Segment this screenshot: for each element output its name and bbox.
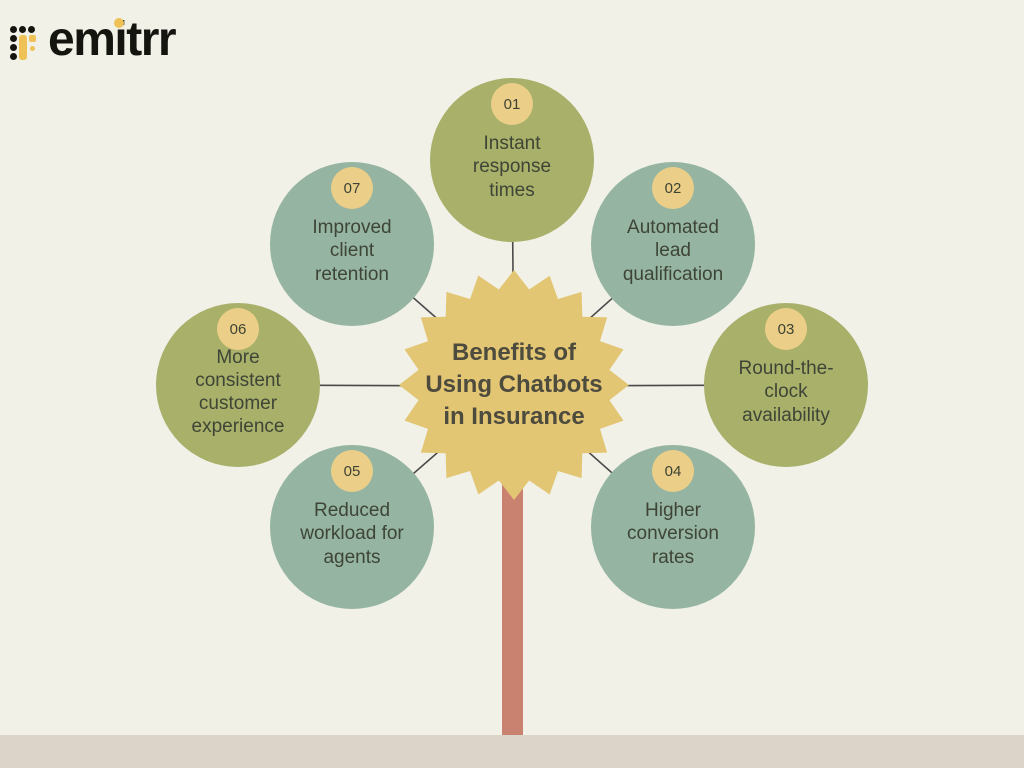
- number-badge: 06: [217, 308, 259, 350]
- benefit-label: More consistent customer experience: [191, 346, 285, 438]
- brand-name-text: emitrr: [48, 13, 177, 66]
- benefit-node-01: 01 Instant response times: [430, 78, 594, 242]
- number-badge: 07: [331, 167, 373, 209]
- emitrr-logo-icon: [10, 22, 40, 64]
- logo-i-dot-accent: [114, 18, 124, 28]
- benefit-node-02: 02 Automated lead qualification: [591, 162, 755, 326]
- benefit-label: Higher conversion rates: [627, 500, 719, 568]
- number-badge: 01: [491, 83, 533, 125]
- benefit-label: Improved client retention: [312, 217, 392, 285]
- benefit-node-05: 05 Reduced workload for agents: [270, 445, 434, 609]
- benefit-label: Automated lead qualification: [622, 217, 724, 285]
- benefit-label: Instant response times: [472, 133, 552, 201]
- number-badge: 03: [765, 308, 807, 350]
- brand-logo: emitrr: [10, 13, 177, 67]
- benefit-node-06: 06 More consistent customer experience: [156, 303, 320, 467]
- benefit-node-07: 07 Improved client retention: [270, 162, 434, 326]
- benefit-label: Round-the-clock availability: [738, 358, 834, 426]
- benefit-node-04: 04 Higher conversion rates: [591, 445, 755, 609]
- number-badge: 04: [652, 450, 694, 492]
- brand-name: emitrr: [48, 13, 177, 67]
- number-badge: 02: [652, 167, 694, 209]
- benefit-node-03: 03 Round-the-clock availability: [704, 303, 868, 467]
- ground-bar: [0, 735, 1024, 768]
- diagram-title: Benefits of Using Chatbots in Insurance: [425, 339, 603, 430]
- number-badge: 05: [331, 450, 373, 492]
- tree-trunk: [502, 440, 523, 737]
- benefit-label: Reduced workload for agents: [300, 500, 404, 568]
